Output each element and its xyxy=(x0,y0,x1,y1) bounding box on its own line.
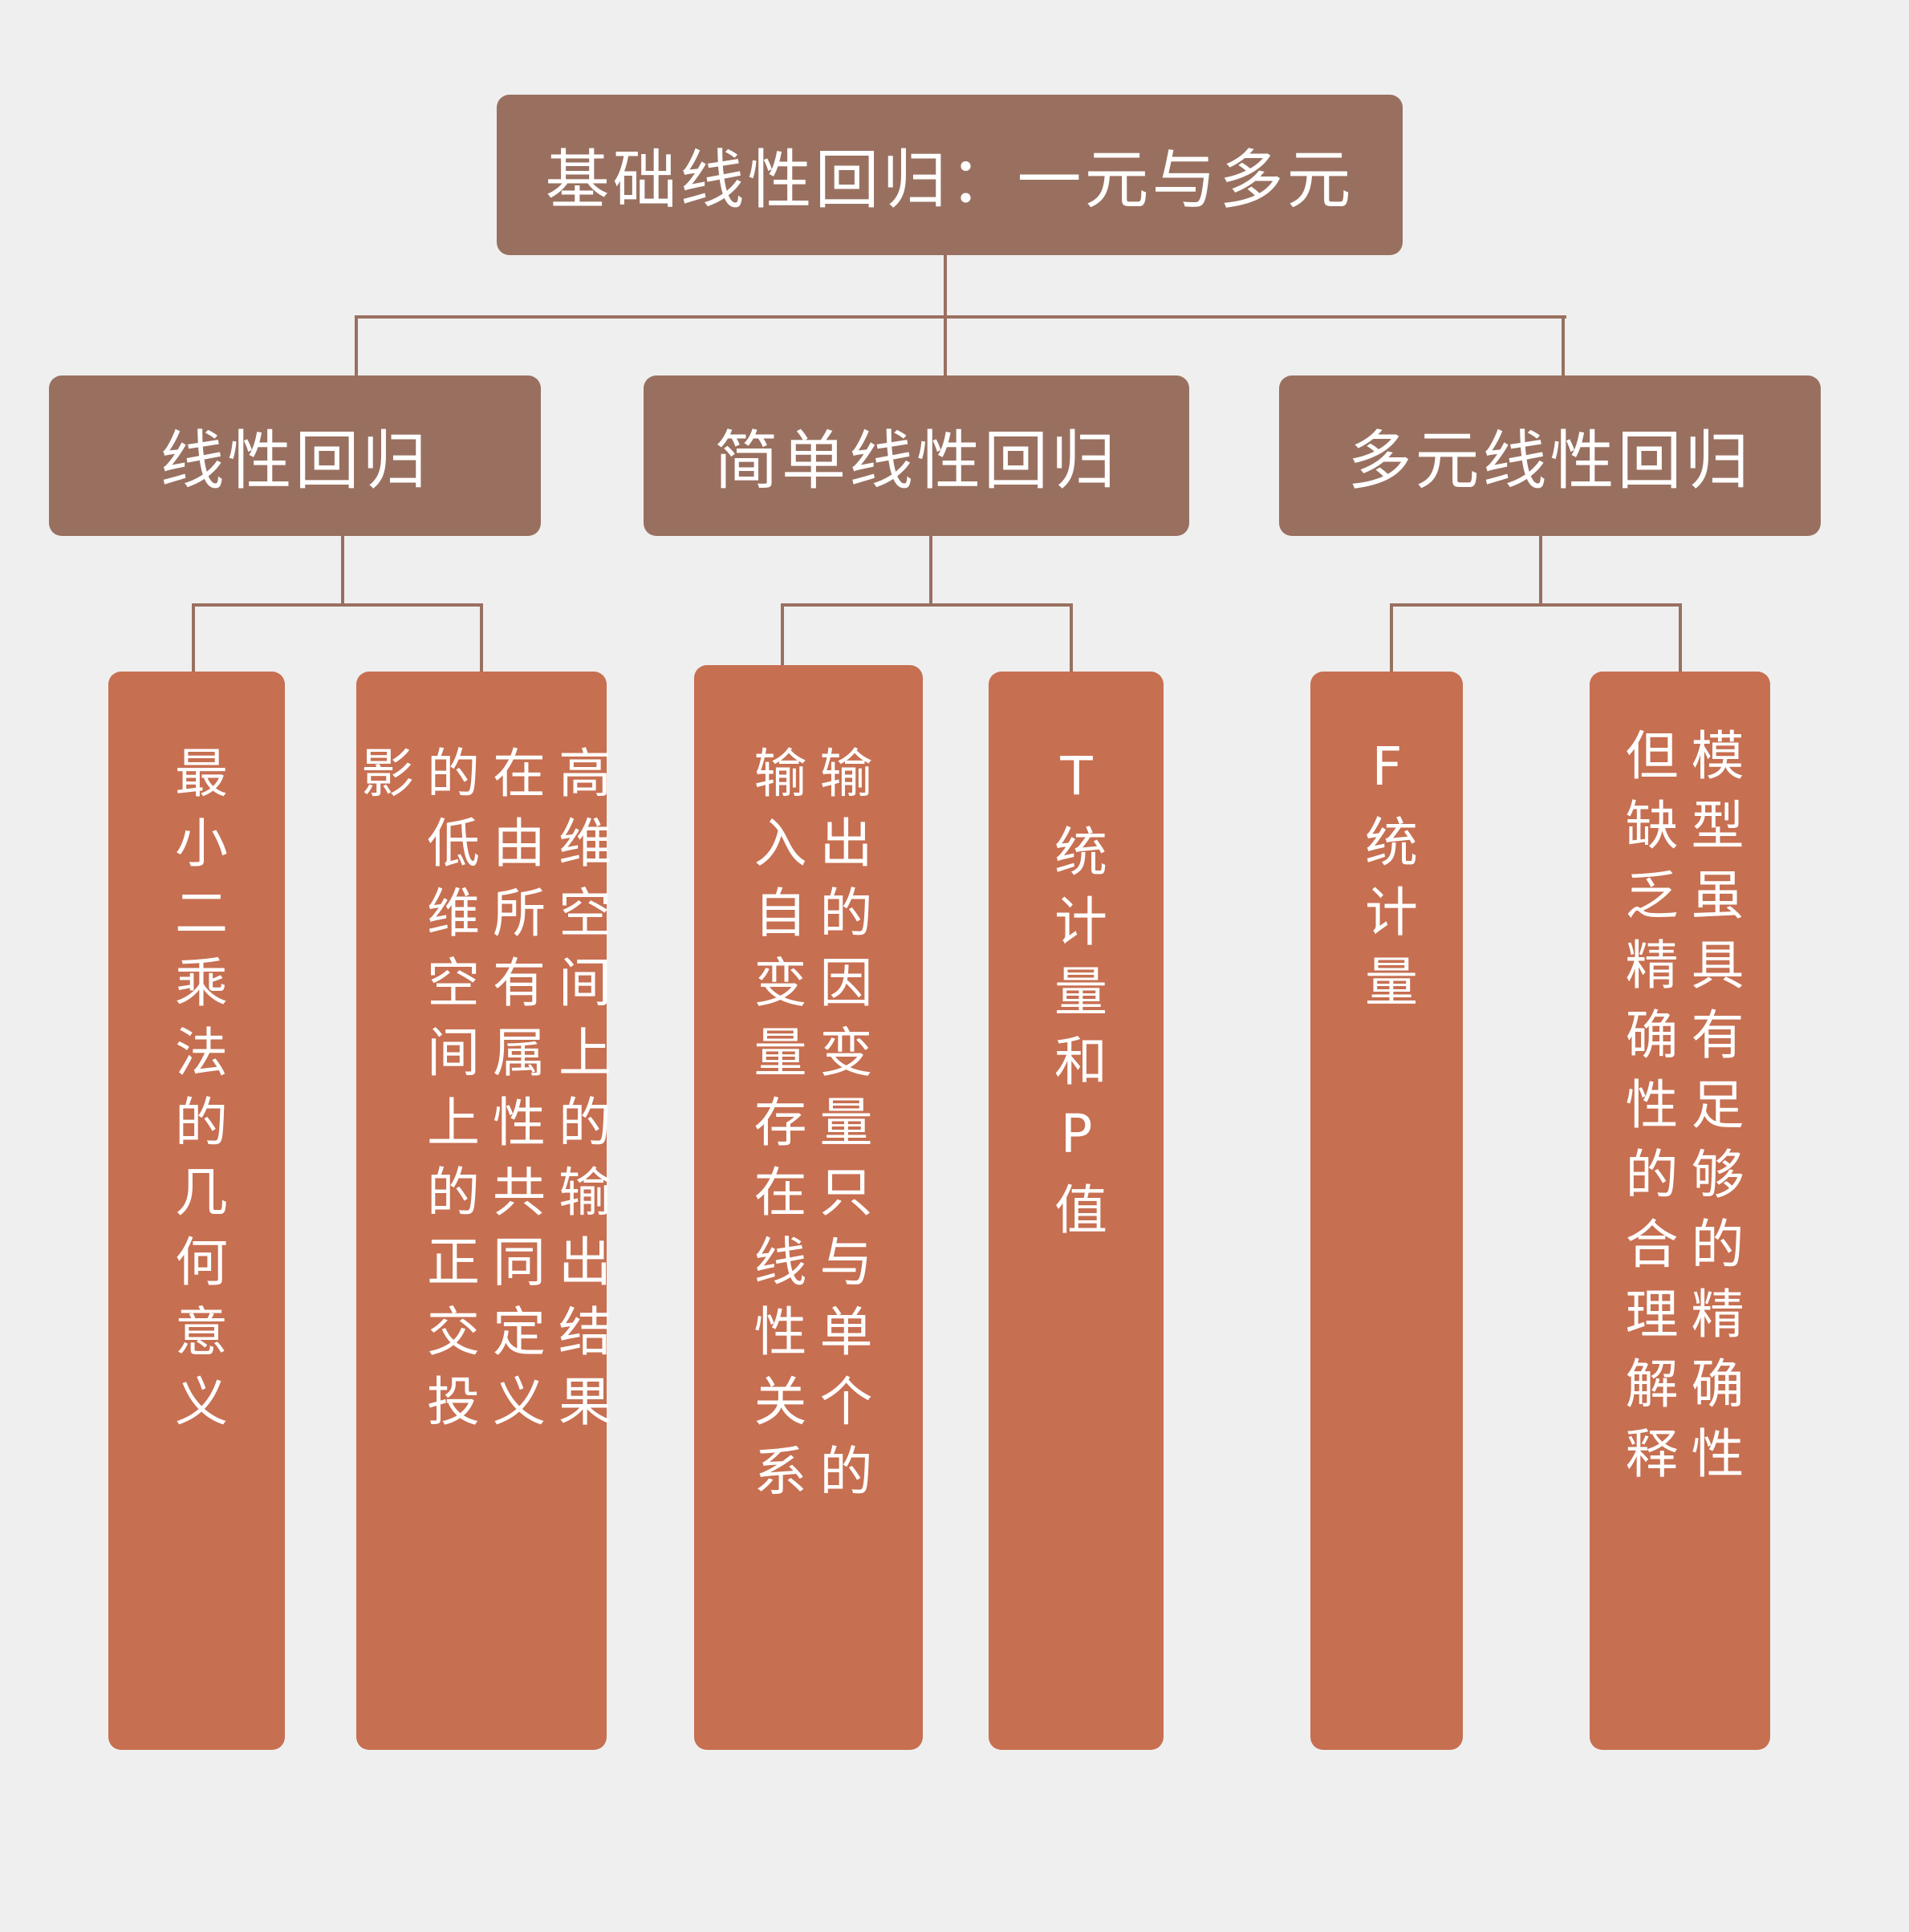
node-title: 多元线性回归 xyxy=(1347,424,1753,498)
leaf-interpretability: 模型虽具有足够的精确性但缺乏精确性的合理解释 xyxy=(1590,672,1770,1750)
connector xyxy=(781,603,1073,607)
connector xyxy=(1390,603,1682,607)
connector xyxy=(944,315,947,376)
root-title: 基础线性回归：一元与多元 xyxy=(545,143,1355,217)
node-multiple-linear-regression: 多元线性回归 xyxy=(1279,375,1821,536)
connector xyxy=(1679,603,1682,672)
connector xyxy=(1070,603,1073,672)
leaf-least-squares: 最小二乘法的几何意义 xyxy=(108,672,285,1750)
connector xyxy=(1390,603,1393,672)
connector xyxy=(944,255,947,319)
leaf-t-statistic: T统计量和P值 xyxy=(989,672,1164,1750)
root-node: 基础线性回归：一元与多元 xyxy=(497,95,1403,255)
connector xyxy=(192,603,483,607)
leaf-text: T统计量和P值 xyxy=(1046,745,1107,1252)
leaf-text: F统计量 xyxy=(1356,736,1418,1024)
node-title: 线性回归 xyxy=(160,424,430,498)
connector xyxy=(1562,315,1565,376)
node-simple-linear-regression: 简单线性回归 xyxy=(644,375,1189,536)
leaf-text: 模型虽具有足够的精确性但缺乏精确性的合理解释 xyxy=(1616,728,1745,1496)
leaf-text: 高维空间上的输出结果在由所有属性共同定义的低维空间上的正交投影 xyxy=(352,745,611,1443)
connector xyxy=(781,603,784,666)
leaf-single-variable-relation: 输出的因变量只与单个的输入自变量存在线性关系 xyxy=(694,665,923,1750)
connector xyxy=(1539,536,1542,605)
connector xyxy=(929,536,932,605)
connector xyxy=(355,315,358,376)
node-linear-regression: 线性回归 xyxy=(49,375,541,536)
node-title: 简单线性回归 xyxy=(714,424,1119,498)
connector xyxy=(355,315,1566,319)
connector xyxy=(192,603,195,672)
connector xyxy=(480,603,483,672)
connector xyxy=(341,536,344,605)
leaf-orthogonal-projection: 高维空间上的输出结果在由所有属性共同定义的低维空间上的正交投影 xyxy=(352,672,611,1750)
leaf-text: 最小二乘法的几何意义 xyxy=(166,745,228,1443)
leaf-f-statistic: F统计量 xyxy=(1310,672,1463,1750)
leaf-text: 输出的因变量只与单个的输入自变量存在线性关系 xyxy=(745,745,873,1513)
